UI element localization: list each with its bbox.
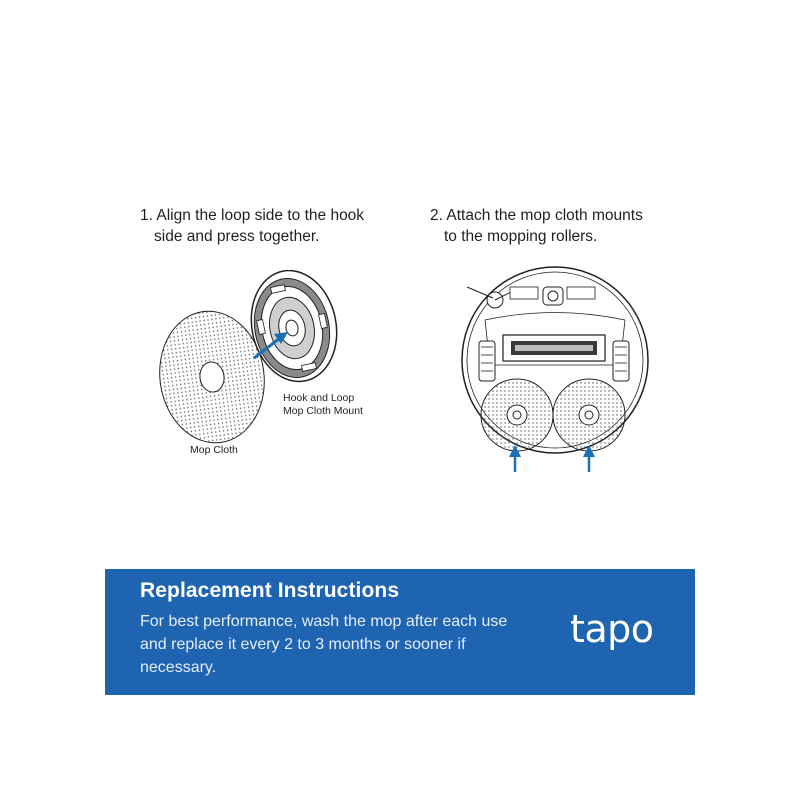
step-1-line-2: side and press together. <box>154 228 320 245</box>
step-2-instruction: 2. Attach the mop cloth mounts to the mo… <box>430 205 690 247</box>
right-attach-arrow-icon <box>583 445 595 472</box>
mop-cloth-label: Mop Cloth <box>190 444 238 456</box>
replacement-instructions-banner: Replacement Instructions For best perfor… <box>105 569 695 695</box>
step-1-line-1: 1. Align the loop side to the hook <box>140 207 365 224</box>
mount-label-line-1: Hook and Loop <box>283 392 355 404</box>
mop-cloth-mount-icon <box>250 270 338 383</box>
step-2-line-2: to the mopping rollers. <box>444 228 598 245</box>
right-mop-icon <box>552 378 626 452</box>
left-attach-arrow-icon <box>509 445 521 472</box>
mop-cloth-assembly-illustration <box>159 270 338 444</box>
step-2-line-1: 2. Attach the mop cloth mounts <box>430 207 643 224</box>
robot-underside-illustration <box>461 266 649 472</box>
banner-body: For best performance, wash the mop after… <box>140 613 508 676</box>
hook-and-loop-mount-label: Hook and Loop Mop Cloth Mount <box>283 392 363 418</box>
step-1-instruction: 1. Align the loop side to the hook side … <box>140 205 400 247</box>
banner-title: Replacement Instructions <box>140 579 400 602</box>
left-mop-icon <box>480 378 554 452</box>
tapo-logo: tapo <box>570 607 654 651</box>
mop-cloth-icon <box>159 310 265 444</box>
align-arrow-icon <box>253 332 288 360</box>
mount-label-line-2: Mop Cloth Mount <box>283 405 363 417</box>
